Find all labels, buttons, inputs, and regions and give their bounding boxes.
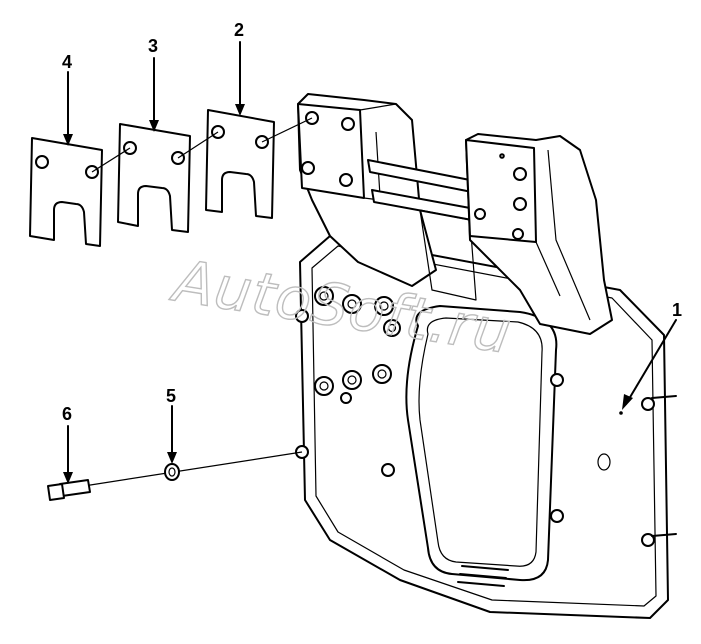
callout-1: 1 <box>672 300 682 320</box>
callout-6: 6 <box>62 404 72 424</box>
alignment-lines <box>83 117 313 487</box>
shim-part-3 <box>117 123 191 233</box>
callout-arrows <box>63 41 677 484</box>
callout-5: 5 <box>166 386 176 406</box>
shim-part-2 <box>205 109 275 219</box>
bolt-part-6 <box>47 479 91 501</box>
callout-2: 2 <box>234 20 244 40</box>
washer-part-5 <box>164 463 180 481</box>
callout-4: 4 <box>62 52 72 72</box>
left-bracket <box>297 93 437 287</box>
right-bracket <box>465 133 613 335</box>
shim-part-4 <box>29 137 103 247</box>
callout-3: 3 <box>148 36 158 56</box>
